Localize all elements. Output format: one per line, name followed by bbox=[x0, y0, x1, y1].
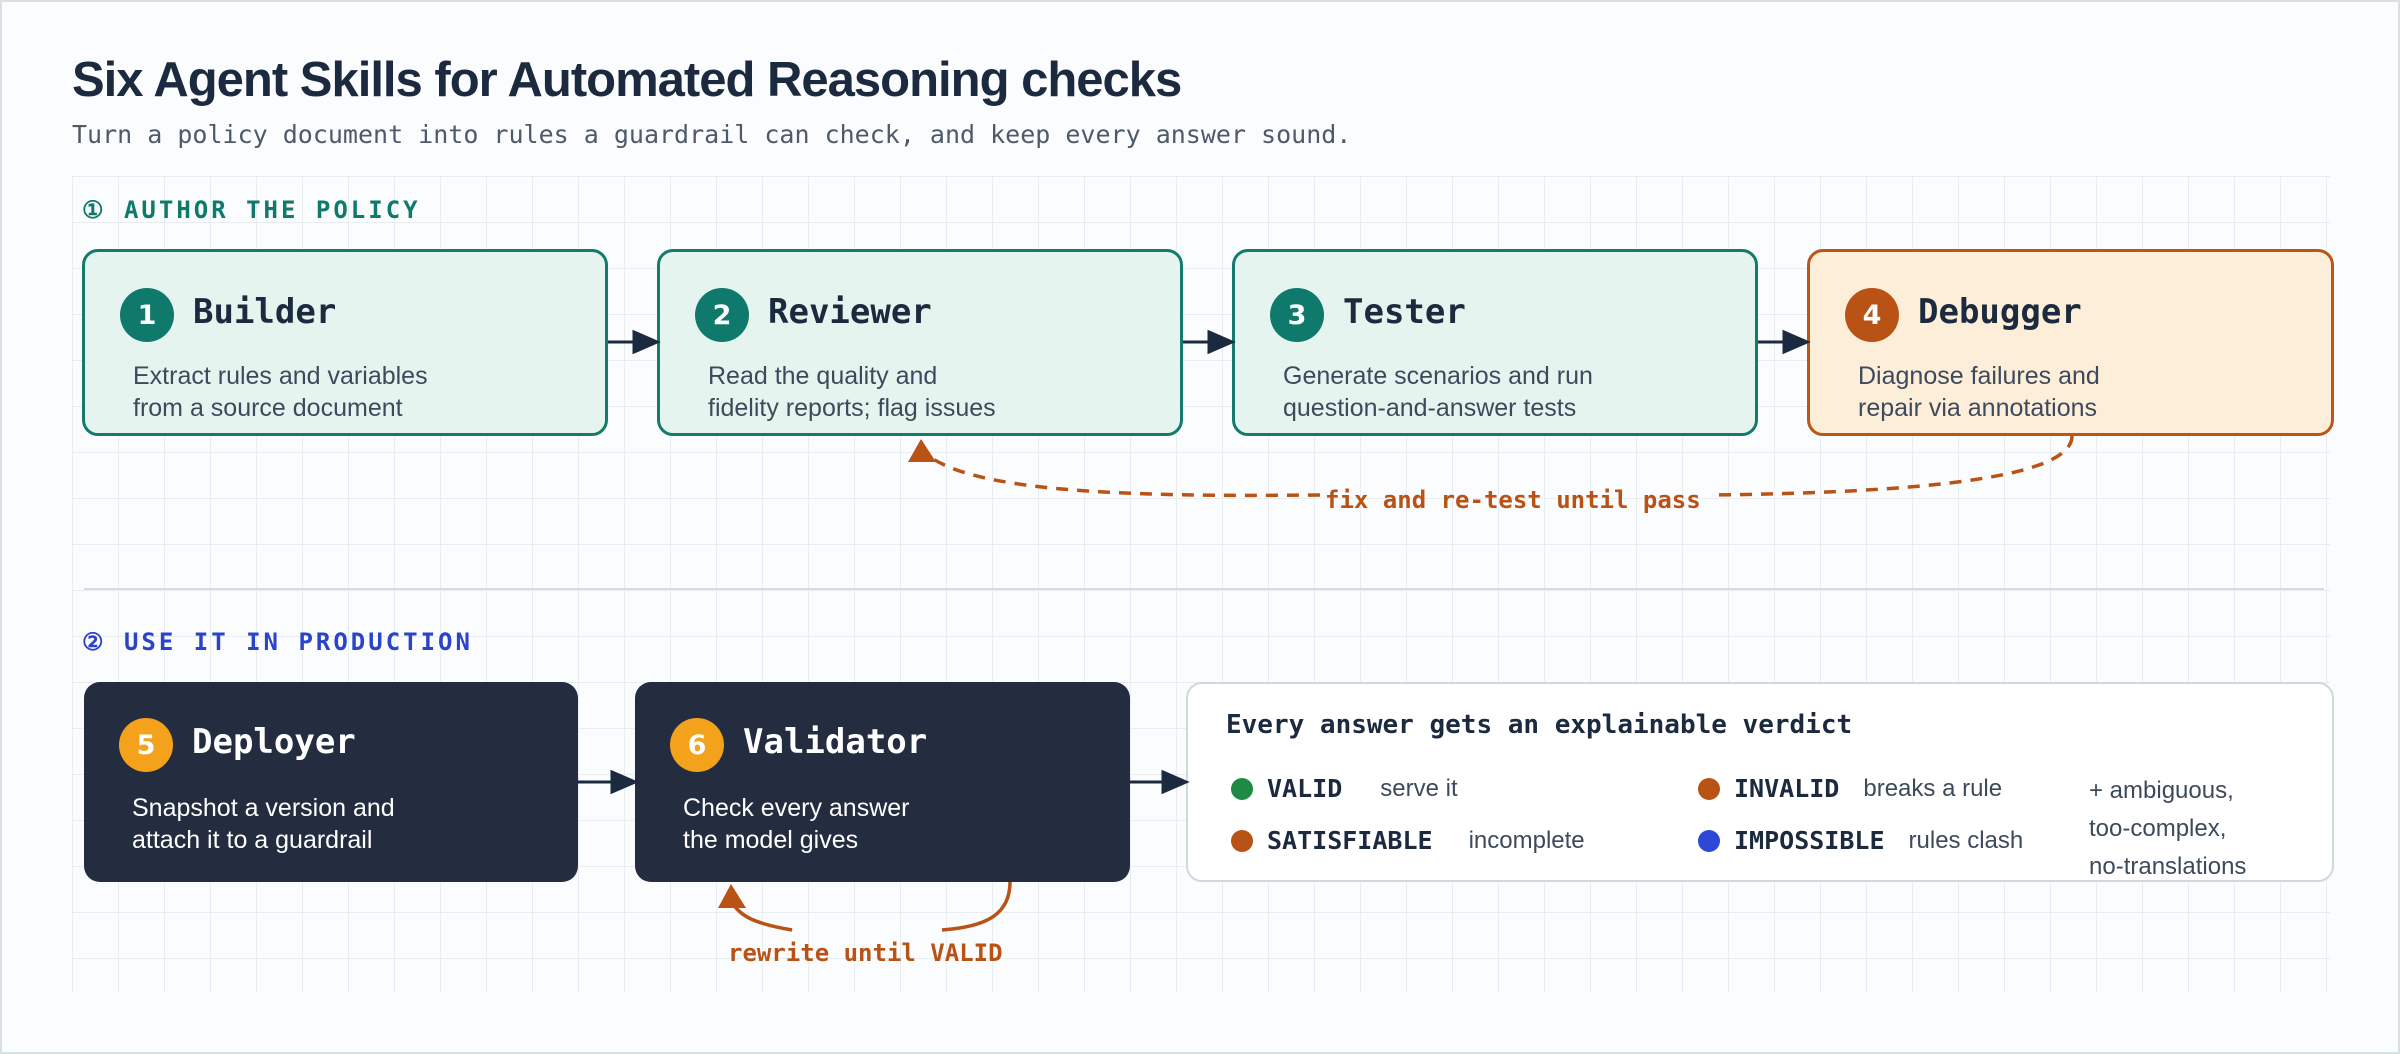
skill-card-deployer: 5 Deployer Snapshot a version and attach… bbox=[84, 682, 578, 882]
flow-arrow-head bbox=[1161, 769, 1190, 795]
flow-arrow-head bbox=[1782, 329, 1811, 355]
verdict-description: incomplete bbox=[1468, 826, 1585, 854]
skill-number-badge: 3 bbox=[1270, 288, 1324, 342]
verdict-code: INVALID bbox=[1734, 774, 1840, 803]
verdict-description: rules clash bbox=[1908, 826, 2024, 854]
verdict-satisfiable: SATISFIABLE incomplete bbox=[1231, 826, 1585, 855]
verdict-dot bbox=[1231, 777, 1253, 800]
skill-description: Extract rules and variables from a sourc… bbox=[133, 360, 428, 424]
page-subtitle: Turn a policy document into rules a guar… bbox=[72, 120, 1352, 149]
skill-description-line: Diagnose failures and bbox=[1858, 362, 2100, 390]
verdict-panel: Every answer gets an explainable verdict… bbox=[1186, 682, 2334, 882]
verdict-extra-list: + ambiguous, too-complex, no-translation… bbox=[2089, 772, 2246, 886]
verdict-code: IMPOSSIBLE bbox=[1734, 826, 1885, 855]
validate-loop-path bbox=[941, 881, 1012, 932]
flow-arrow-head bbox=[1207, 329, 1236, 355]
verdict-impossible: IMPOSSIBLE rules clash bbox=[1698, 826, 2023, 855]
debug-loop-path bbox=[920, 448, 1321, 498]
flow-arrow-head bbox=[632, 329, 661, 355]
skill-description-line: attach it to a guardrail bbox=[132, 826, 373, 854]
validate-loop-label: rewrite until VALID bbox=[728, 939, 1003, 967]
skill-description: Snapshot a version and attach it to a gu… bbox=[132, 792, 395, 856]
debug-loop-label: fix and re-test until pass bbox=[1325, 486, 1701, 514]
page-title: Six Agent Skills for Automated Reasoning… bbox=[72, 53, 1182, 107]
skill-description-line: fidelity reports; flag issues bbox=[708, 394, 996, 422]
verdict-dot bbox=[1698, 829, 1720, 852]
verdict-extra-line: too-complex, bbox=[2089, 815, 2227, 842]
verdict-valid: VALID serve it bbox=[1231, 774, 1458, 803]
skill-number-badge: 2 bbox=[695, 288, 749, 342]
verdict-invalid: INVALID breaks a rule bbox=[1698, 774, 2002, 803]
skill-number-badge: 6 bbox=[670, 718, 724, 772]
skill-description-line: question-and-answer tests bbox=[1283, 394, 1577, 422]
skill-description-line: Snapshot a version and bbox=[132, 794, 395, 822]
skill-description-line: repair via annotations bbox=[1858, 394, 2098, 422]
skill-title: Validator bbox=[743, 722, 928, 762]
verdict-code: SATISFIABLE bbox=[1267, 826, 1433, 855]
verdict-description: breaks a rule bbox=[1863, 774, 2003, 802]
skill-card-tester: 3 Tester Generate scenarios and run ques… bbox=[1232, 249, 1758, 436]
skill-description-line: the model gives bbox=[683, 826, 859, 854]
validate-loop-arrowhead bbox=[718, 884, 746, 908]
verdict-dot bbox=[1231, 829, 1253, 852]
skill-title: Builder bbox=[193, 292, 337, 332]
verdict-heading: Every answer gets an explainable verdict bbox=[1226, 710, 1853, 740]
skill-number-badge: 1 bbox=[120, 288, 174, 342]
skill-number-badge: 4 bbox=[1845, 288, 1899, 342]
skill-description-line: Extract rules and variables bbox=[133, 362, 428, 390]
skill-description-line: from a source document bbox=[133, 394, 403, 422]
skill-description: Read the quality and fidelity reports; f… bbox=[708, 360, 996, 424]
debug-loop-path bbox=[1711, 435, 2074, 497]
skill-description-line: Read the quality and bbox=[708, 362, 938, 390]
section-label-author: ① AUTHOR THE POLICY bbox=[82, 196, 421, 224]
skill-description-line: Check every answer bbox=[683, 794, 910, 822]
section-label-production: ② USE IT IN PRODUCTION bbox=[82, 628, 473, 656]
verdict-extra-line: + ambiguous, bbox=[2089, 777, 2234, 804]
skill-title: Tester bbox=[1343, 292, 1466, 332]
verdict-extra-line: no-translations bbox=[2089, 853, 2247, 880]
skill-card-validator: 6 Validator Check every answer the model… bbox=[635, 682, 1130, 882]
skill-description-line: Generate scenarios and run bbox=[1283, 362, 1593, 390]
flow-arrow-head bbox=[610, 769, 639, 795]
skill-card-reviewer: 2 Reviewer Read the quality and fidelity… bbox=[657, 249, 1183, 436]
section-divider bbox=[84, 588, 2324, 590]
skill-number-badge: 5 bbox=[119, 718, 173, 772]
skill-title: Reviewer bbox=[768, 292, 932, 332]
skill-description: Check every answer the model gives bbox=[683, 792, 909, 856]
skill-description: Diagnose failures and repair via annotat… bbox=[1858, 360, 2100, 424]
verdict-code: VALID bbox=[1267, 774, 1343, 803]
skill-description: Generate scenarios and run question-and-… bbox=[1283, 360, 1593, 424]
skill-title: Debugger bbox=[1918, 292, 2082, 332]
verdict-dot bbox=[1698, 777, 1720, 800]
skill-card-builder: 1 Builder Extract rules and variables fr… bbox=[82, 249, 608, 436]
debug-loop-arrowhead bbox=[908, 439, 936, 462]
verdict-description: serve it bbox=[1380, 774, 1458, 802]
skill-title: Deployer bbox=[192, 722, 356, 762]
